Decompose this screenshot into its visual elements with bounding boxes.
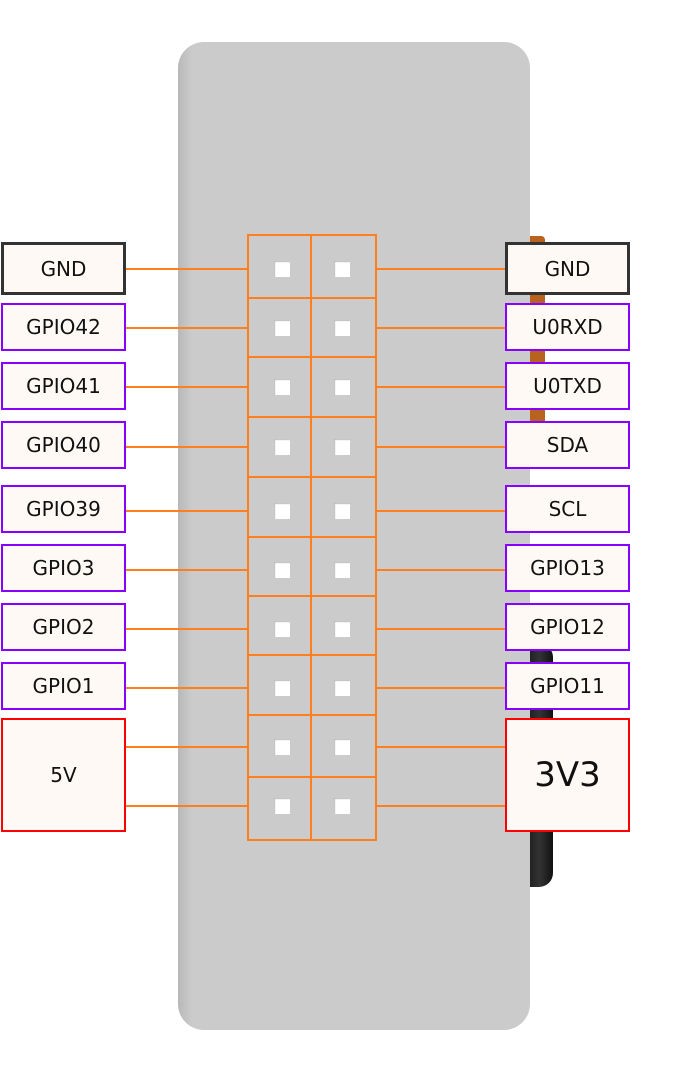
pin-pad xyxy=(334,739,350,755)
wire-right xyxy=(377,446,505,448)
pin-header-row-divider xyxy=(247,356,377,358)
pin-label-u0rxd: U0RXD xyxy=(505,303,630,351)
pin-pad xyxy=(274,503,290,519)
pin-pad xyxy=(334,798,350,814)
pin-header-row-divider xyxy=(247,776,377,778)
wire-right xyxy=(377,327,505,329)
wire-left xyxy=(125,687,247,689)
wire-left xyxy=(125,805,247,807)
wire-left xyxy=(125,510,247,512)
pin-label-gnd: GND xyxy=(505,242,630,295)
wire-right xyxy=(377,569,505,571)
pin-pad xyxy=(334,621,350,637)
wire-left xyxy=(125,569,247,571)
pin-pad xyxy=(274,739,290,755)
pin-pad xyxy=(334,379,350,395)
pin-label-sda: SDA xyxy=(505,421,630,469)
pin-label-gpio13: GPIO13 xyxy=(505,544,630,592)
pin-header-row-divider xyxy=(247,654,377,656)
pin-header-row-divider xyxy=(247,297,377,299)
wire-left xyxy=(125,446,247,448)
wire-right xyxy=(377,628,505,630)
pin-pad xyxy=(274,798,290,814)
pin-pad xyxy=(334,439,350,455)
pin-label-gnd: GND xyxy=(1,242,126,295)
pin-label-gpio42: GPIO42 xyxy=(1,303,126,351)
pin-pad xyxy=(334,562,350,578)
pin-label-gpio3: GPIO3 xyxy=(1,544,126,592)
pin-pad xyxy=(274,439,290,455)
pin-header-row-divider xyxy=(247,476,377,478)
pin-label-gpio11: GPIO11 xyxy=(505,662,630,710)
pin-pad xyxy=(274,621,290,637)
pin-pad xyxy=(274,562,290,578)
wire-left xyxy=(125,628,247,630)
pin-label-gpio2: GPIO2 xyxy=(1,603,126,651)
wire-right xyxy=(377,805,505,807)
pin-pad xyxy=(274,680,290,696)
wire-right xyxy=(377,510,505,512)
pin-label-gpio12: GPIO12 xyxy=(505,603,630,651)
pin-header-row-divider xyxy=(247,536,377,538)
pin-header-row-divider xyxy=(247,595,377,597)
pin-pad xyxy=(334,680,350,696)
wire-left xyxy=(125,386,247,388)
pin-label-scl: SCL xyxy=(505,485,630,533)
pin-label-3v3: 3V3 xyxy=(505,718,630,832)
pin-pad xyxy=(274,320,290,336)
wire-left xyxy=(125,268,247,270)
pin-header-row-divider xyxy=(247,714,377,716)
wire-right xyxy=(377,687,505,689)
wire-right xyxy=(377,746,505,748)
pin-label-u0txd: U0TXD xyxy=(505,362,630,410)
pin-label-gpio41: GPIO41 xyxy=(1,362,126,410)
pin-header-row-divider xyxy=(247,416,377,418)
pin-pad xyxy=(274,261,290,277)
pin-label-5v: 5V xyxy=(1,718,126,832)
wire-left xyxy=(125,746,247,748)
wire-left xyxy=(125,327,247,329)
pin-pad xyxy=(334,261,350,277)
pin-label-gpio40: GPIO40 xyxy=(1,421,126,469)
pin-pad xyxy=(274,379,290,395)
wire-right xyxy=(377,268,505,270)
pin-pad xyxy=(334,320,350,336)
pin-pad xyxy=(334,503,350,519)
pin-label-gpio39: GPIO39 xyxy=(1,485,126,533)
wire-right xyxy=(377,386,505,388)
pin-label-gpio1: GPIO1 xyxy=(1,662,126,710)
